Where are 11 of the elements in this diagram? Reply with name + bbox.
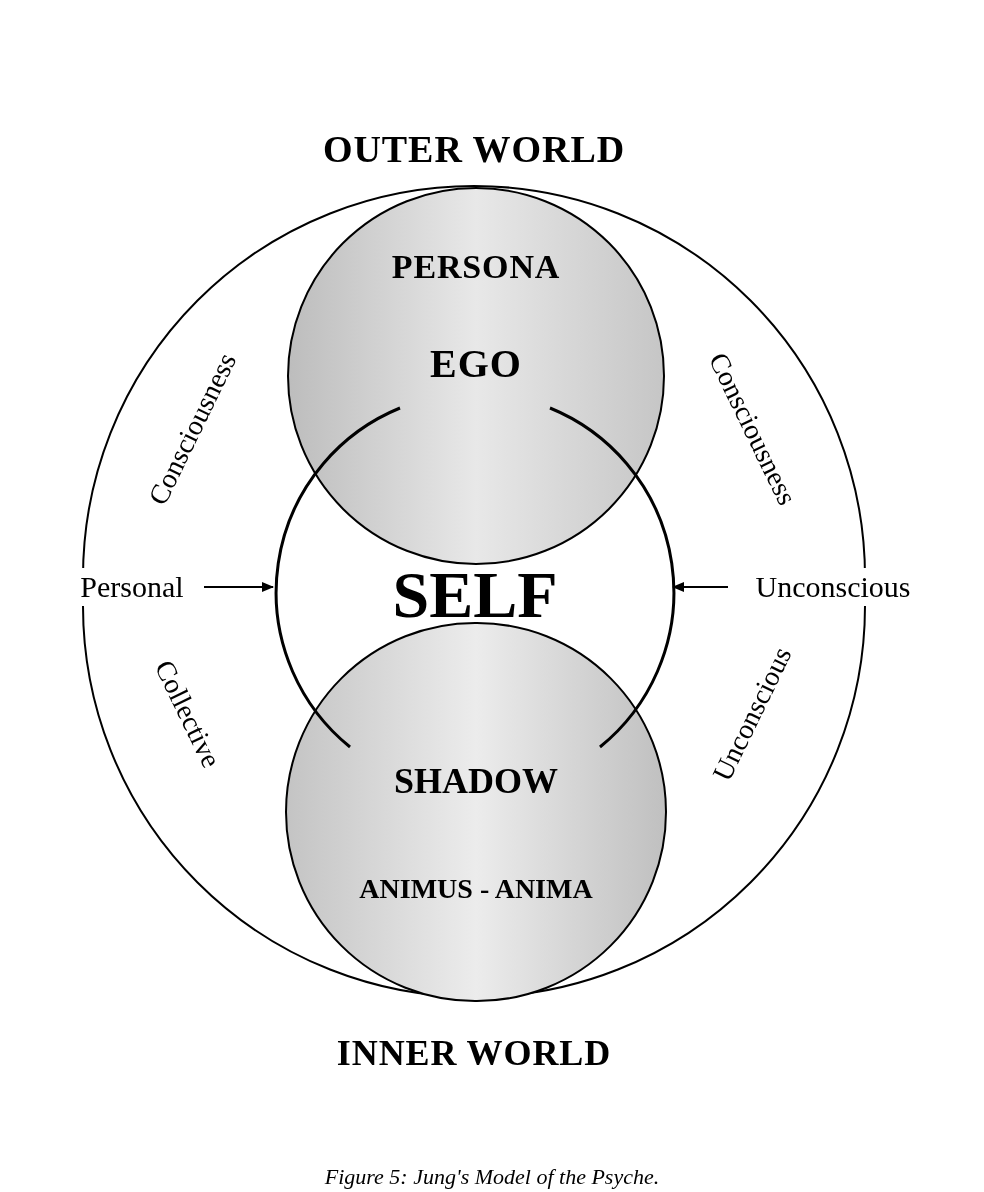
arrow xyxy=(672,582,729,592)
heading: INNER WORLD xyxy=(336,1032,612,1075)
unconscious-label: Unconscious xyxy=(755,572,911,602)
persona-label: PERSONA xyxy=(391,247,561,287)
ego-label: EGO xyxy=(430,341,522,387)
heading: OUTER WORLD xyxy=(322,127,626,172)
animus-anima-label: ANIMUS - ANIMA xyxy=(359,872,593,906)
caption: Figure 5: Jung's Model of the Psyche. xyxy=(324,1163,660,1191)
arrow xyxy=(203,582,274,592)
personal-label: Personal xyxy=(80,572,184,602)
shadow-label: SHADOW xyxy=(394,760,558,803)
